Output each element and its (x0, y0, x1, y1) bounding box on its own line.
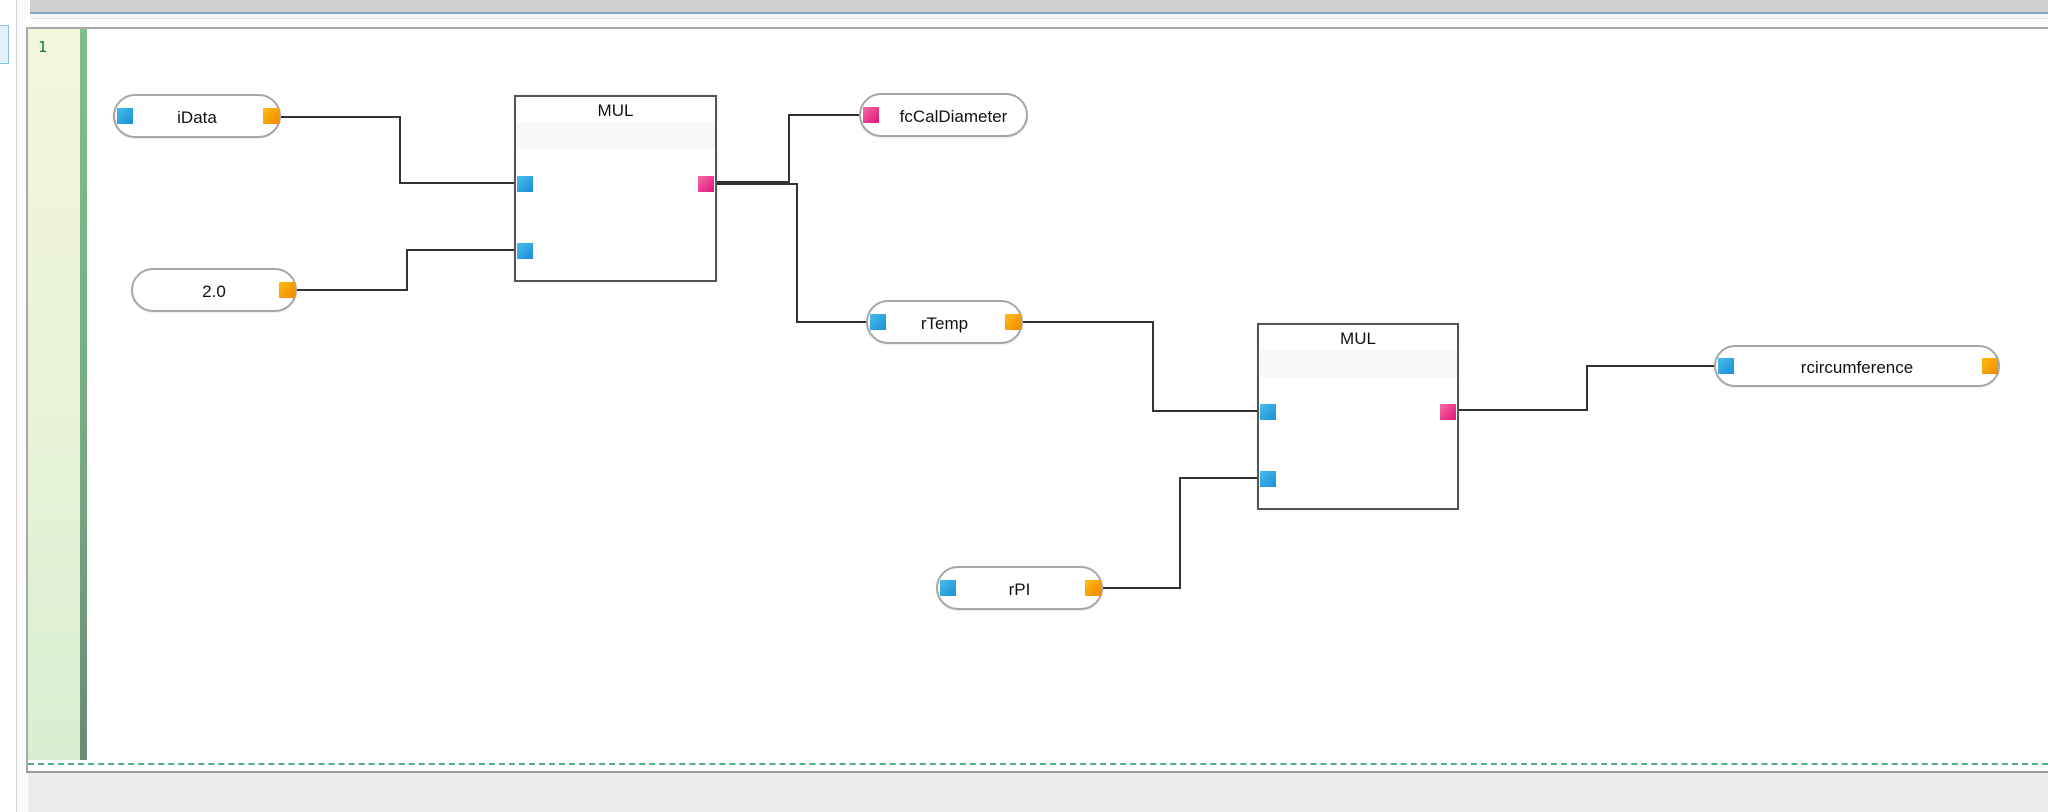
output-port-icon[interactable] (279, 282, 295, 298)
input-port-icon[interactable] (1260, 404, 1276, 420)
output-port-icon[interactable] (263, 108, 279, 124)
left-panel (0, 0, 17, 812)
variable-label: rcircumference (1800, 358, 1914, 377)
function-block-title: MUL (1340, 329, 1376, 348)
variable-label: rTemp (920, 314, 969, 333)
variable-idata[interactable]: iData (113, 94, 281, 138)
function-block-instance-band (1259, 350, 1457, 377)
function-block-title: MUL (597, 101, 634, 120)
output-port-icon[interactable] (1005, 314, 1021, 330)
output-port-icon[interactable] (1440, 404, 1456, 420)
function-block-mul-1[interactable]: MUL (514, 95, 717, 282)
variable-rpi[interactable]: rPI (936, 566, 1103, 610)
toolbar-area (30, 0, 2048, 14)
input-port-icon[interactable] (940, 580, 956, 596)
variable-label: rPI (1008, 580, 1031, 599)
variable-label: fcCalDiameter (899, 107, 1008, 126)
bottom-panel (28, 773, 2048, 812)
output-port-icon[interactable] (698, 176, 714, 192)
input-port-icon[interactable] (1260, 471, 1276, 487)
input-port-icon[interactable] (863, 107, 879, 123)
fbd-canvas[interactable] (26, 27, 2048, 772)
input-port-icon[interactable] (117, 108, 133, 124)
output-port-icon[interactable] (1982, 358, 1998, 374)
function-block-mul-2[interactable]: MUL (1257, 323, 1459, 510)
variable-fccaldiameter[interactable]: fcCalDiameter (859, 93, 1028, 137)
variable-rtemp[interactable]: rTemp (866, 300, 1023, 344)
rung-end-marker (28, 763, 2048, 765)
output-port-icon[interactable] (1085, 580, 1101, 596)
constant-2-0[interactable]: 2.0 (131, 268, 297, 312)
variable-rcircumference[interactable]: rcircumference (1714, 345, 2000, 387)
rung-gutter[interactable] (28, 29, 80, 760)
input-port-icon[interactable] (1718, 358, 1734, 374)
rung-power-rail (80, 29, 87, 760)
variable-label: iData (177, 108, 217, 127)
left-panel-margin (17, 0, 27, 812)
toolbar-divider (30, 14, 2048, 19)
constant-label: 2.0 (202, 282, 226, 301)
input-port-icon[interactable] (870, 314, 886, 330)
function-block-instance-band (516, 122, 715, 149)
left-panel-selected-item[interactable] (0, 25, 9, 64)
rung-number: 1 (38, 38, 48, 56)
input-port-icon[interactable] (517, 176, 533, 192)
input-port-icon[interactable] (517, 243, 533, 259)
bottom-divider (26, 771, 2048, 773)
